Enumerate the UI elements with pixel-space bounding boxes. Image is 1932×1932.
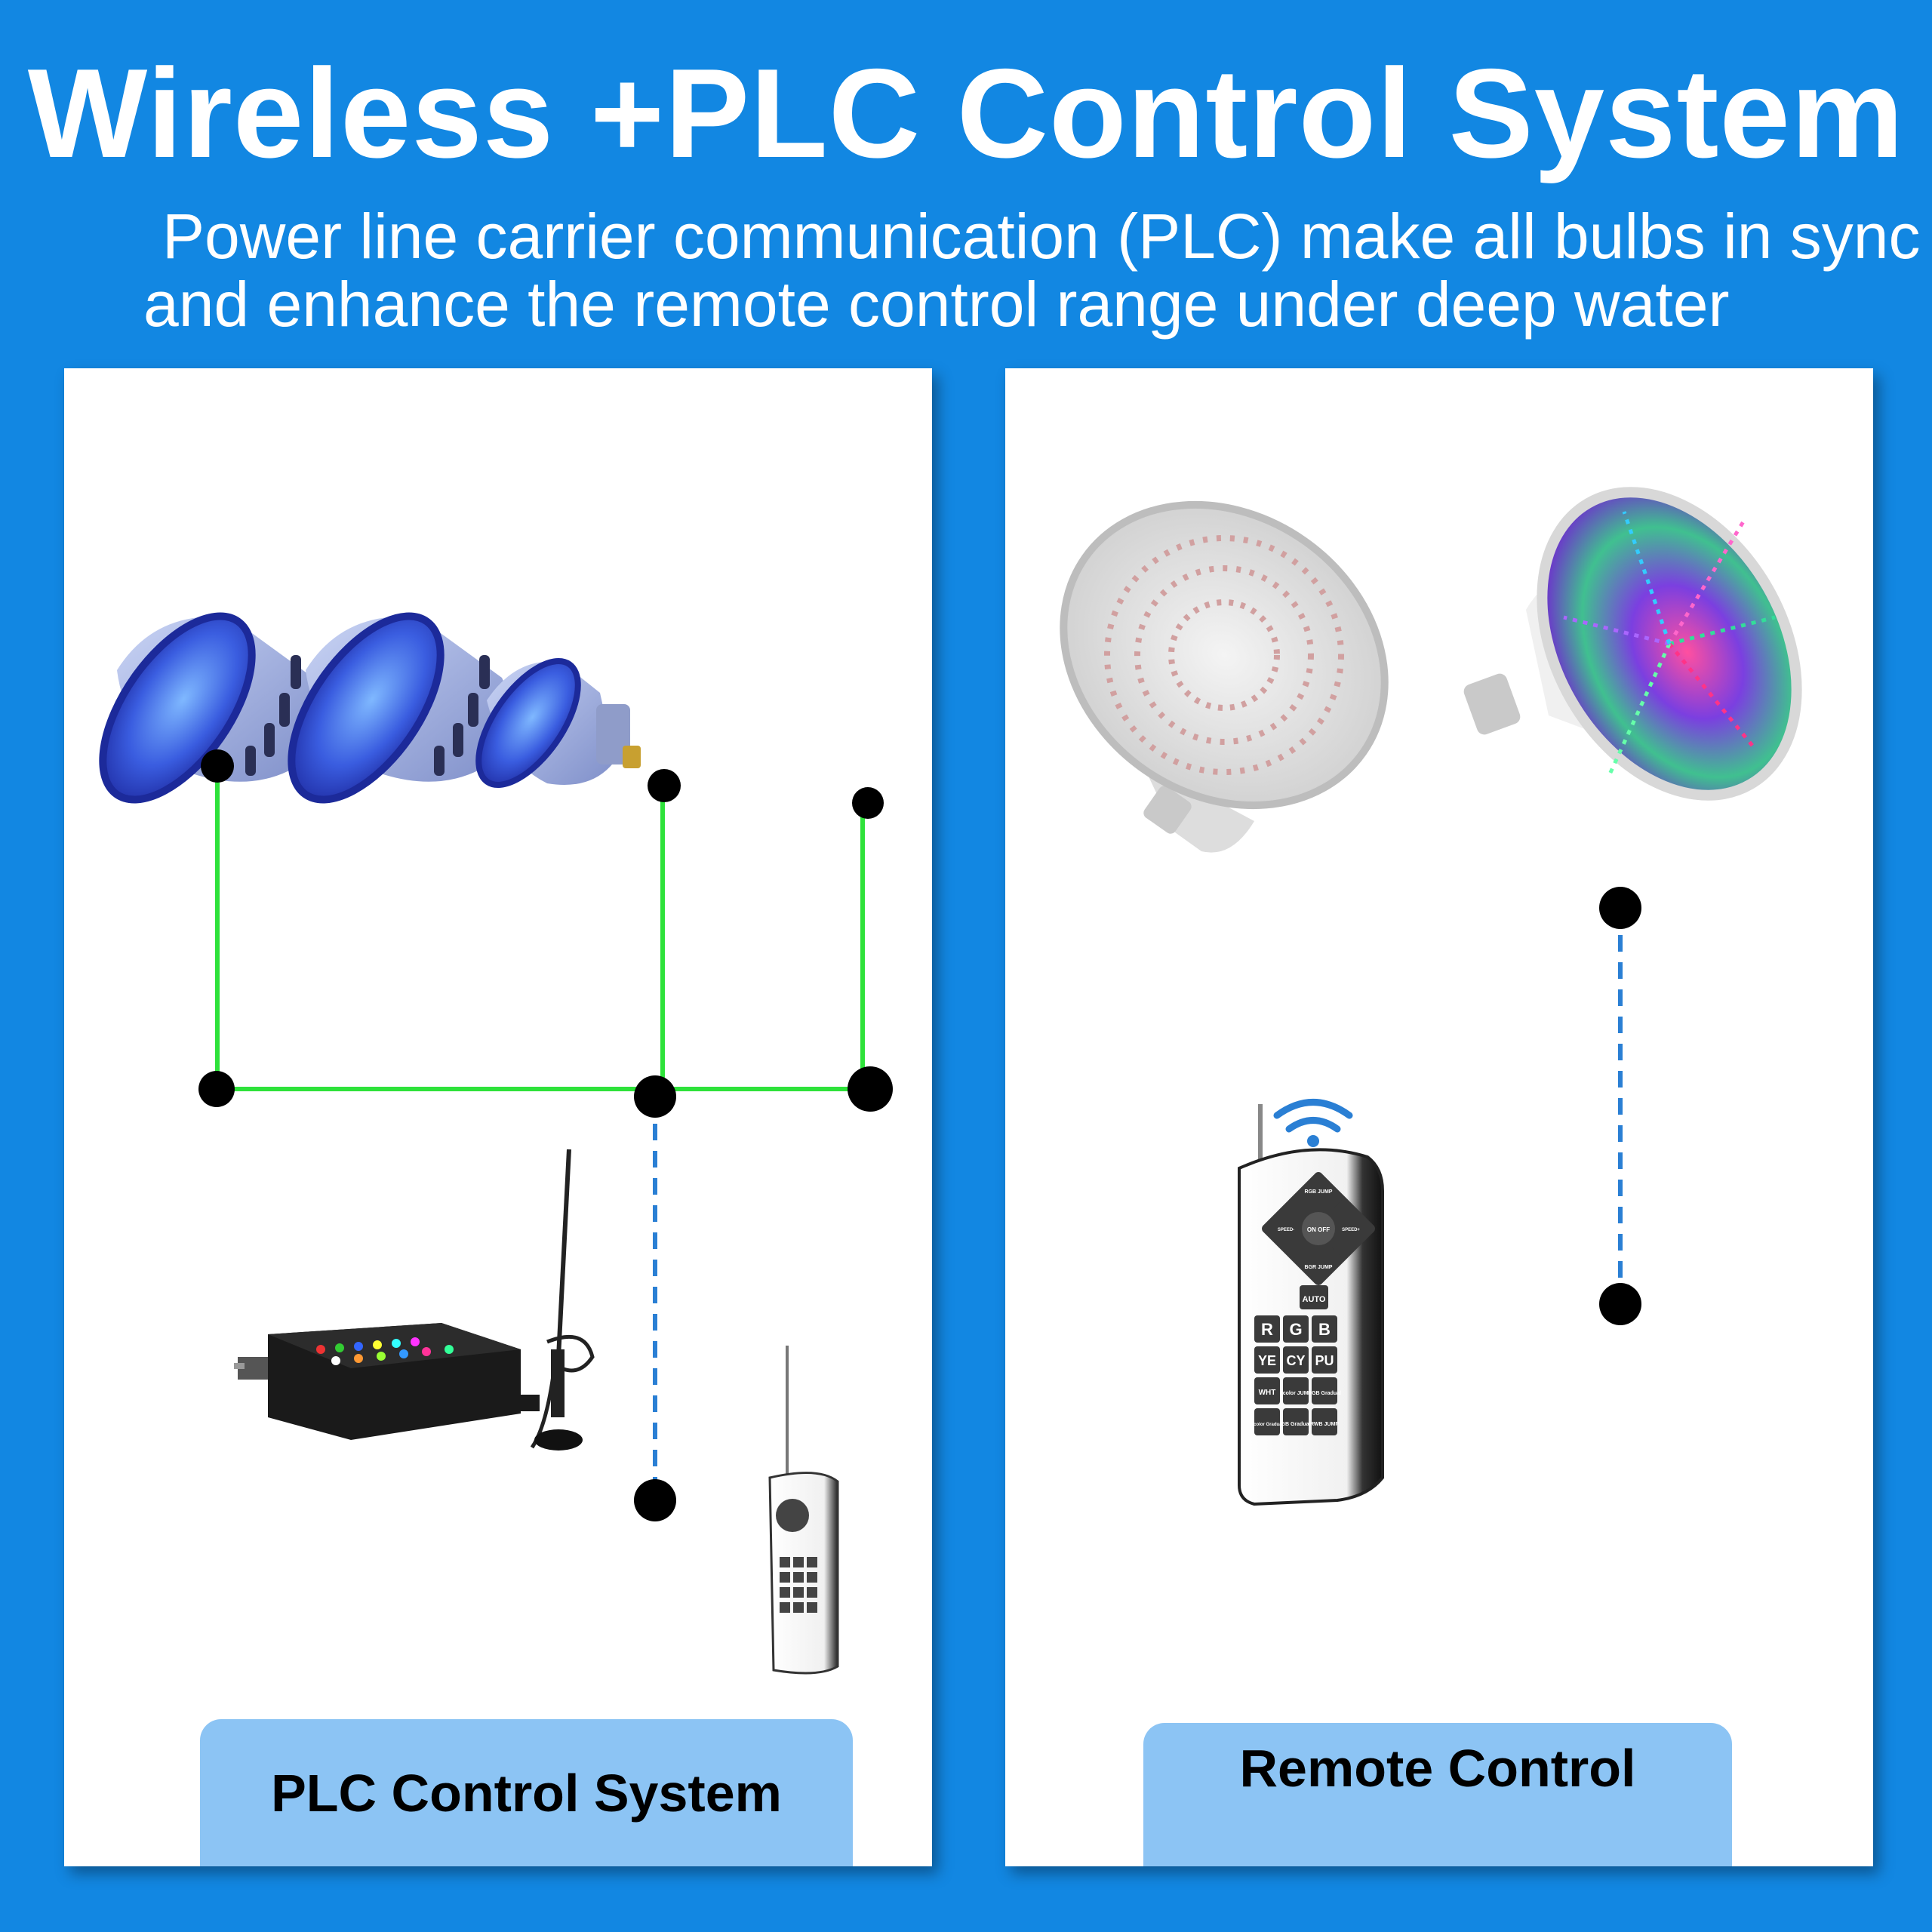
big-remote: AUTO R G B YE CY PU WHT 7color JUMP RGB … xyxy=(1238,1148,1384,1506)
plc-diagram xyxy=(99,612,893,1675)
remote-btn-7color-jump: 7color JUMP xyxy=(1280,1391,1312,1396)
plc-control-panel: PLC Control System xyxy=(64,368,932,1866)
remote-btn-gb-gradual: GB Gradual xyxy=(1281,1422,1311,1427)
remote-control-label-box: Remote Control xyxy=(1143,1723,1732,1866)
rgb-led-bulb xyxy=(1463,487,1802,801)
plc-control-label: PLC Control System xyxy=(271,1763,782,1823)
remote-btn-g: G xyxy=(1289,1320,1302,1339)
remote-btn-wht: WHT xyxy=(1259,1389,1276,1397)
pool-bulb-3 xyxy=(475,658,641,788)
wire-nodes xyxy=(198,749,893,1521)
remote-btn-on-off: ON OFF xyxy=(1307,1226,1330,1233)
remote-btn-auto: AUTO xyxy=(1303,1295,1326,1304)
remote-btn-rwb-jump: RWB JUMP xyxy=(1310,1422,1339,1427)
remote-btn-ye: YE xyxy=(1258,1353,1276,1368)
remote-btn-bgr-jump: BGR JUMP xyxy=(1305,1265,1333,1270)
remote-btn-pu: PU xyxy=(1315,1353,1334,1368)
node-bottom xyxy=(1599,1283,1641,1325)
remote-btn-7color-gradual: 7color Gradual xyxy=(1251,1423,1284,1427)
wifi-icon xyxy=(1273,1099,1353,1147)
remote-btn-rgb-gradual: RGB Gradual xyxy=(1308,1391,1341,1396)
remote-btn-speed-plus: SPEED+ xyxy=(1342,1228,1360,1232)
page-title: Wireless +PLC Control System xyxy=(27,42,1905,184)
antenna xyxy=(530,1149,595,1451)
remote-btn-b: B xyxy=(1318,1320,1331,1339)
node-top xyxy=(1599,887,1641,929)
power-line-wires xyxy=(215,766,865,1091)
pool-bulb-1 xyxy=(99,612,327,804)
subtitle-line-1: Power line carrier communication (PLC) m… xyxy=(162,201,1921,272)
remote-btn-r: R xyxy=(1261,1320,1273,1339)
remote-btn-speed-minus: SPEED- xyxy=(1278,1228,1294,1232)
remote-btn-cy: CY xyxy=(1286,1353,1305,1368)
remote-control-label: Remote Control xyxy=(1239,1739,1636,1798)
plc-control-label-box: PLC Control System xyxy=(200,1719,853,1866)
subtitle-line-2: and enhance the remote control range und… xyxy=(143,269,1730,340)
remote-diagram: AUTO R G B YE CY PU WHT 7color JUMP RGB … xyxy=(1060,487,1802,1506)
small-remote xyxy=(768,1346,839,1675)
pool-bulb-2 xyxy=(288,612,515,804)
white-led-bulb xyxy=(1060,500,1389,853)
remote-btn-rgb-jump: RGB JUMP xyxy=(1305,1189,1333,1195)
remote-control-panel: AUTO R G B YE CY PU WHT 7color JUMP RGB … xyxy=(1005,368,1873,1866)
plc-controller-box xyxy=(234,1323,540,1440)
